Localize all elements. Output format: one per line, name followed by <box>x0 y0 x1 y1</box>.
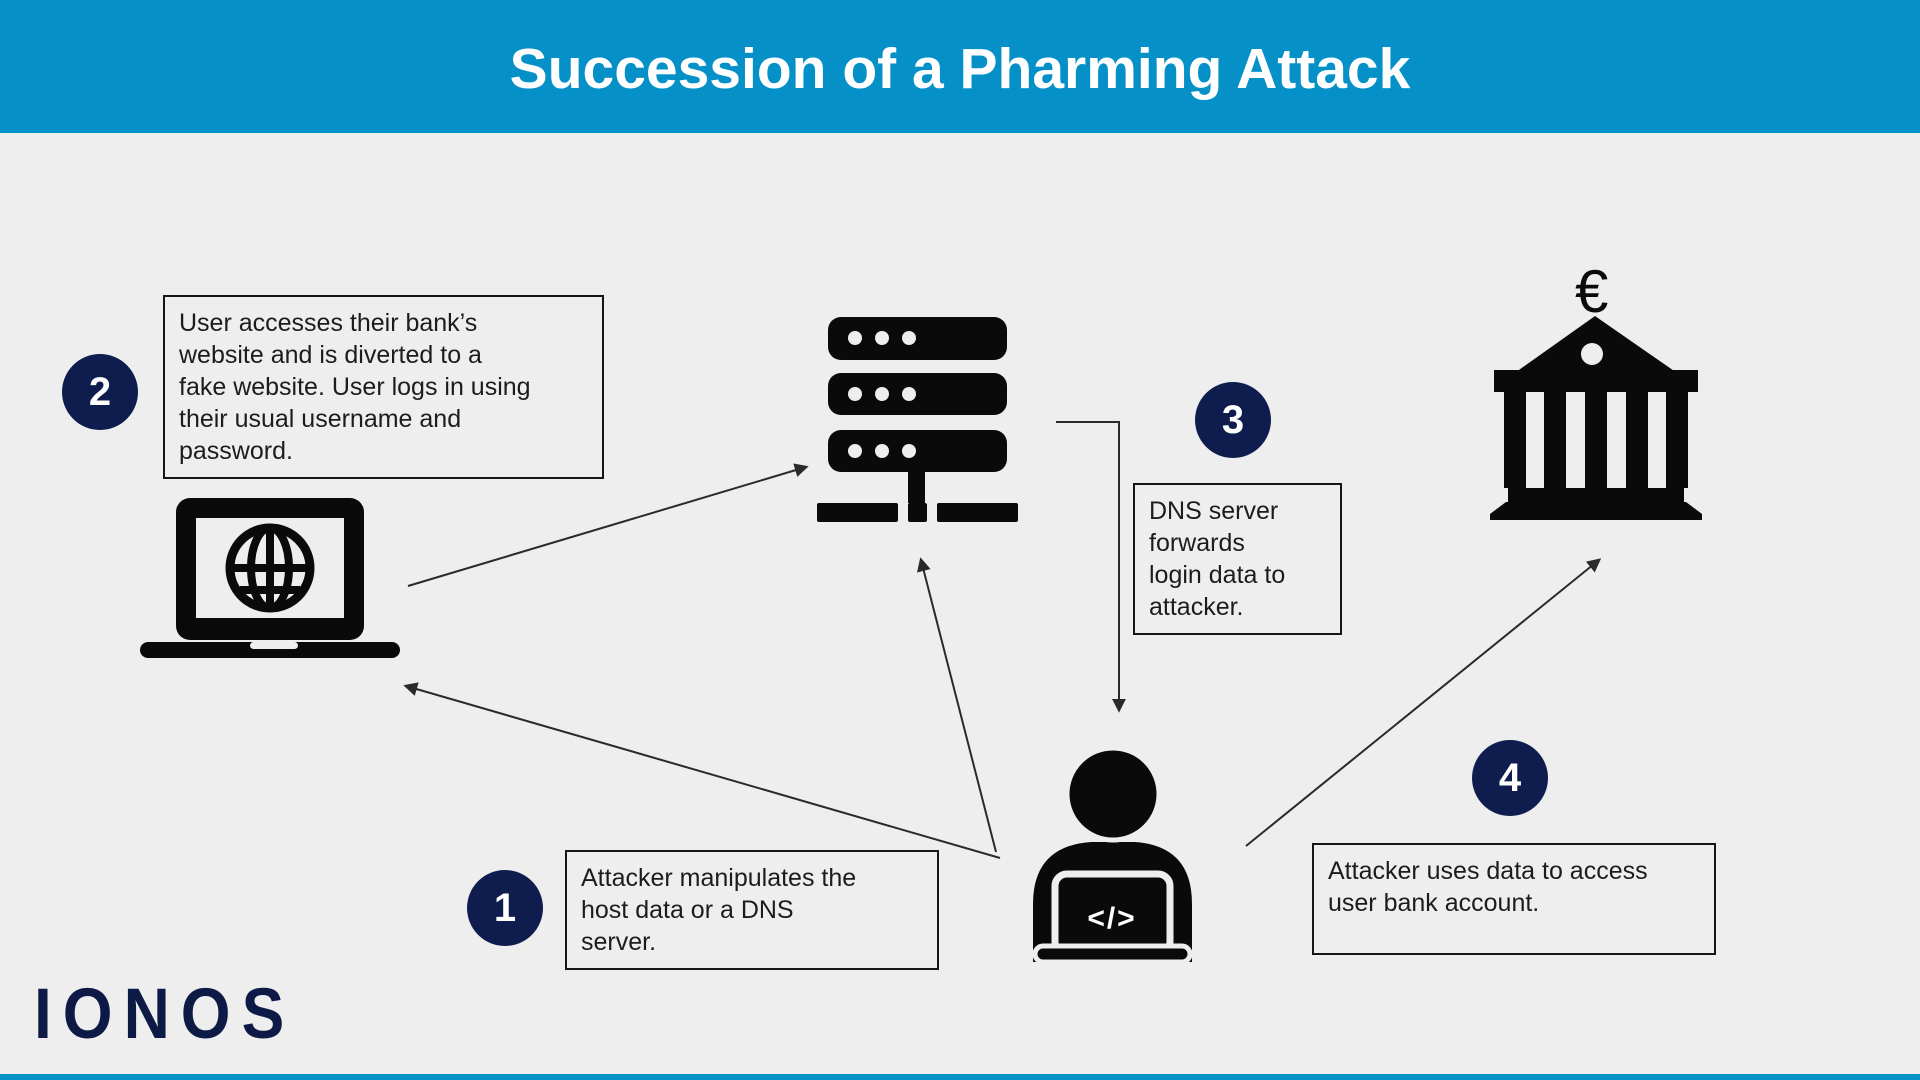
step-2-line: website and is diverted to a <box>179 341 482 369</box>
step-2-textbox: User accesses their bank’s website and i… <box>163 295 604 479</box>
step-3-line: attacker. <box>1149 593 1244 621</box>
arrow-laptop-to-server <box>407 463 809 587</box>
arrow-attacker-to-laptop <box>403 682 1001 859</box>
step-2-badge: 2 <box>62 354 138 430</box>
code-glyph: </> <box>1087 902 1136 935</box>
step-1-badge: 1 <box>467 870 543 946</box>
hacker-at-laptop-icon: </> <box>1032 748 1193 962</box>
step-4-number: 4 <box>1498 755 1522 800</box>
footer-bar <box>0 1074 1920 1080</box>
step-4-line: Attacker uses data to access <box>1328 857 1648 885</box>
header-bar <box>0 0 1920 133</box>
step-3-textbox: DNS server forwards login data to attack… <box>1133 483 1342 635</box>
step-4-textbox: Attacker uses data to access user bank a… <box>1312 843 1716 955</box>
ionos-logo: IONOS <box>34 973 296 1054</box>
step-2-number: 2 <box>88 369 112 414</box>
step-3-line: DNS server <box>1149 497 1279 525</box>
server-icon <box>817 317 1018 522</box>
step-1-textbox: Attacker manipulates the host data or a … <box>565 850 939 970</box>
step-1-line: Attacker manipulates the <box>581 864 857 892</box>
euro-symbol: € <box>1575 262 1608 325</box>
step-3-number: 3 <box>1221 397 1245 442</box>
arrow-attacker-to-server <box>917 557 997 853</box>
step-1-line: host data or a DNS <box>581 896 794 924</box>
step-4-badge: 4 <box>1472 740 1548 816</box>
step-2-line: fake website. User logs in using <box>179 373 531 401</box>
bank-euro-icon: € <box>1490 262 1702 520</box>
step-2-line: their usual username and <box>179 405 462 433</box>
step-1-line: server. <box>581 928 657 956</box>
step-2-line: password. <box>179 437 293 465</box>
step-3-line: forwards <box>1149 529 1245 557</box>
arrow-server-to-attacker <box>1056 421 1126 713</box>
step-4-line: user bank account. <box>1328 889 1540 917</box>
step-3-line: login data to <box>1149 561 1286 589</box>
step-2-line: User accesses their bank’s <box>179 309 478 337</box>
step-3-badge: 3 <box>1195 382 1271 458</box>
step-1-number: 1 <box>493 885 517 930</box>
page-title: Succession of a Pharming Attack <box>509 37 1411 101</box>
laptop-globe-icon <box>140 498 400 658</box>
